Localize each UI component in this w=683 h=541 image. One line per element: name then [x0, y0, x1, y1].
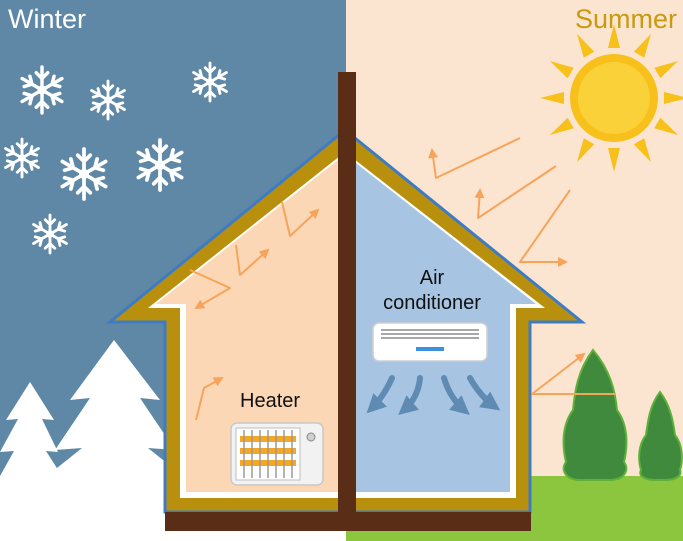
heater-dial-icon: [306, 432, 316, 442]
cool-airflow-icon: [366, 375, 501, 416]
heat-arrow-icon: [428, 137, 616, 395]
heat-arrow-icon: [189, 201, 320, 421]
evergreen-tree-icon: [638, 390, 683, 481]
heater-icon: [230, 422, 324, 486]
snow-tree-icon: [0, 382, 62, 476]
heater-label: Heater: [240, 390, 301, 412]
air-conditioner-label-line1: Air: [419, 267, 445, 289]
air-conditioner-icon: [372, 322, 488, 362]
sun-icon: [540, 24, 683, 172]
summer-label: Summer: [574, 4, 677, 34]
evergreen-tree-icon: [562, 348, 628, 481]
winter-label: Winter: [8, 4, 87, 34]
chimney: [338, 72, 356, 512]
house-floor: [165, 512, 531, 531]
snow-tree-icon: [42, 340, 188, 480]
air-conditioner-label-line2: conditioner: [383, 292, 481, 314]
air-conditioner-label: Air conditioner: [374, 266, 490, 316]
warm-interior: [156, 160, 338, 492]
